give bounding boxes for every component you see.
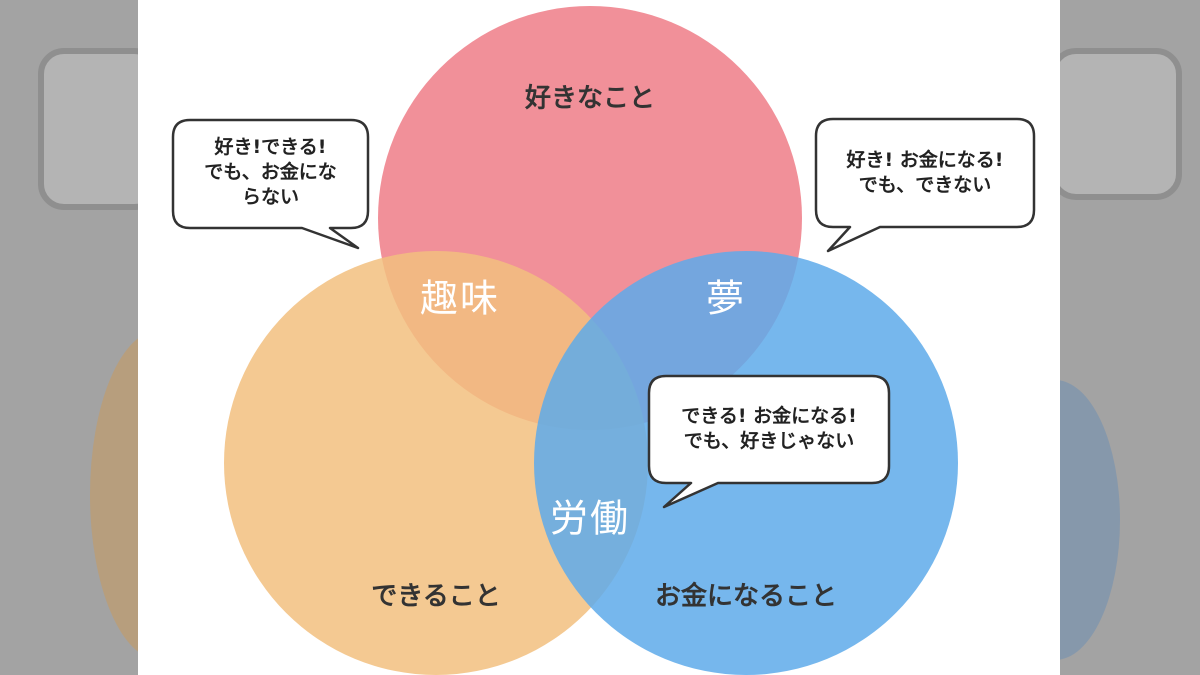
bubble-text-dream: 好き! お金になる! でも、できない [816,148,1034,198]
blurred-bubble-left [38,48,138,210]
bubble-hobby-line: でも、お金にな [204,161,337,183]
region-label-work: 労働 [549,496,631,541]
bubble-hobby-line: らない [241,186,299,208]
bubble-text-hobby: 好き!できる! でも、お金にな らない [173,135,368,210]
bubble-dream-line: でも、できない [858,174,992,196]
blurred-circle-left [90,330,138,660]
speech-bubble-hobby [171,118,370,250]
bubble-work-line: でも、好きじゃない [683,430,855,452]
background-right-blur [1060,0,1200,675]
region-label-dream: 夢 [705,276,747,321]
set-label-like: 好きなこと [524,83,656,114]
speech-bubble-work [647,374,891,509]
set-label-can: できること [371,581,501,612]
bubble-work-line: できる! お金になる! [681,405,857,427]
circle-can [224,251,648,675]
bubble-hobby-line: 好き!できる! [214,136,327,158]
background-left-blur [0,0,138,675]
blurred-circle-right [1060,380,1120,660]
set-label-money: お金になること [654,581,838,612]
region-label-hobby: 趣味 [419,276,501,321]
venn-diagram: 好きなこと できること お金になること 趣味 夢 労働 好き!できる! でも、お… [138,0,1060,675]
venn-graphics [171,6,1036,675]
speech-bubble-dream [814,117,1036,253]
blurred-bubble-right [1060,48,1182,200]
bubble-dream-line: 好き! お金になる! [846,149,1004,171]
bubble-text-work: できる! お金になる! でも、好きじゃない [649,404,889,454]
